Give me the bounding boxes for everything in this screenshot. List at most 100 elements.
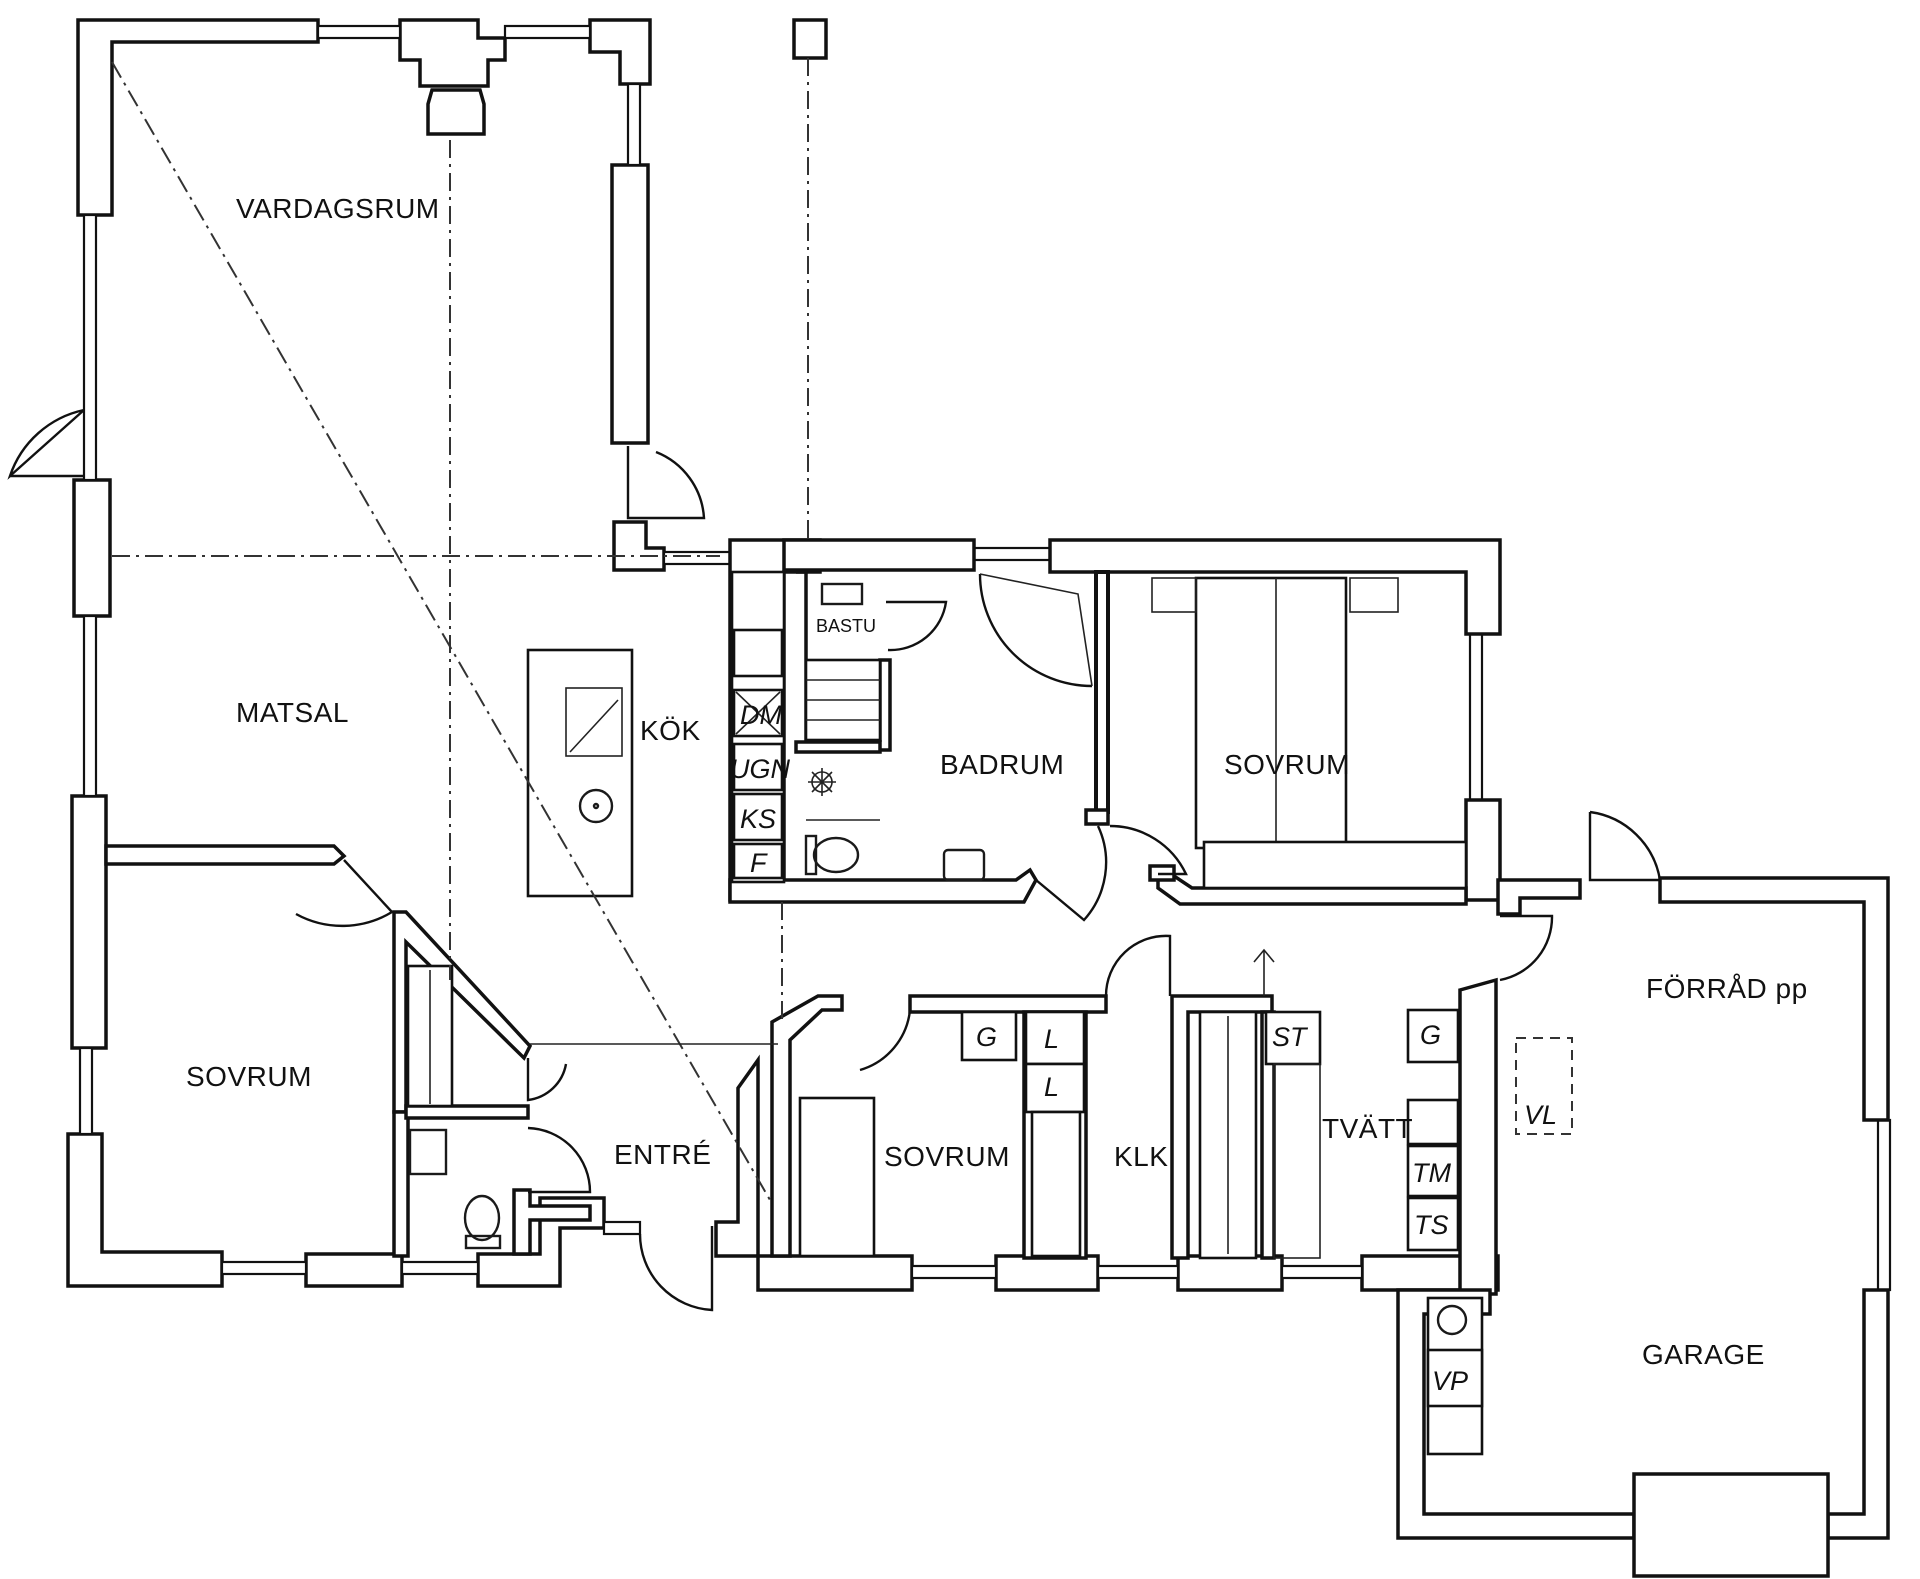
wall-sovrum-mid-top	[770, 994, 844, 1258]
label-l1: L	[1044, 1024, 1059, 1054]
label-forrad: FÖRRÅD pp	[1646, 973, 1808, 1004]
wall-bath-master	[1094, 570, 1110, 814]
wall-bottom-left-corner	[66, 1132, 224, 1288]
door-entrance	[638, 1226, 714, 1312]
wall-corridor-right	[1496, 878, 1582, 916]
cabinet-st	[1264, 1010, 1322, 1066]
nightstand-right	[1349, 577, 1399, 613]
wall-wc-top	[404, 1104, 530, 1120]
door-wc	[527, 1126, 592, 1194]
door-bedroom-left	[295, 859, 394, 928]
bed	[1194, 576, 1348, 850]
wall-garage-right-low	[1826, 1288, 1890, 1540]
guide-diagonal	[111, 61, 771, 1201]
tvatt-sink	[1406, 1098, 1460, 1146]
wc-sink-icon	[408, 1128, 448, 1176]
cabinet-g1	[960, 1010, 1018, 1062]
window-top-mid	[662, 550, 734, 566]
label-ks: KS	[740, 804, 776, 834]
island-hob-line	[569, 699, 619, 753]
shower-tray	[979, 573, 1093, 687]
wall-bedroom-left-right	[392, 1110, 410, 1258]
wardrobe-l	[1030, 1110, 1082, 1258]
nightstand-left	[1151, 577, 1197, 613]
guide-lines	[111, 58, 1275, 1201]
wc-toilet-icon	[463, 1194, 502, 1250]
vl-outline	[1515, 1037, 1573, 1135]
label-badrum: BADRUM	[940, 749, 1064, 780]
wall-sovrum-mid-top2	[908, 994, 1108, 1014]
island-hob	[565, 687, 623, 757]
wall-living-right-low	[612, 520, 666, 572]
window-left-1	[82, 213, 98, 482]
fireplace	[426, 88, 486, 136]
wall-klk-tvatt	[1170, 994, 1274, 1260]
labels: VARDAGSRUM MATSAL KÖK BASTU BADRUM SOVRU…	[186, 193, 1808, 1396]
wall-garage-top	[1658, 876, 1890, 1122]
cabinet-l1	[1024, 1010, 1086, 1066]
wall-bath-master-end	[1084, 808, 1110, 826]
label-ugn: UGN	[730, 754, 791, 784]
window-top-bath2	[972, 546, 1052, 562]
wardrobe-master	[1202, 840, 1468, 890]
wall-master-right-low	[1464, 798, 1502, 902]
label-vp: VP	[1432, 1366, 1468, 1396]
door-wc-top	[526, 1058, 568, 1102]
door-master	[1109, 824, 1188, 876]
door-living-right	[626, 446, 706, 520]
kitchen	[526, 570, 786, 898]
tvatt-bench	[1273, 1063, 1321, 1259]
windows	[78, 24, 1892, 1292]
cabinet-ugn	[732, 742, 784, 792]
shower-glass	[978, 573, 1093, 688]
door-sauna	[886, 600, 948, 652]
wall-bottom-3	[756, 1254, 914, 1292]
label-sovrum-mid: SOVRUM	[884, 1141, 1010, 1172]
door-storage	[1588, 810, 1662, 882]
label-kok: KÖK	[640, 715, 701, 746]
wall-left-upper	[72, 478, 112, 618]
wall-garage-left	[1396, 1288, 1636, 1540]
cabinet-1	[732, 628, 784, 678]
door-sovrum-mid	[859, 1009, 912, 1072]
label-bastu: BASTU	[816, 616, 876, 636]
garage-block	[1396, 876, 1890, 1578]
label-entre: ENTRÉ	[614, 1139, 711, 1170]
wall-entrance-right	[714, 1054, 760, 1258]
label-vardagsrum: VARDAGSRUM	[236, 193, 440, 224]
shower-drain-icon	[808, 768, 836, 796]
door-bath	[1035, 825, 1108, 922]
doors	[7, 408, 1662, 1312]
chimney	[398, 18, 507, 88]
vp-box	[1426, 1348, 1484, 1408]
wall-bottom-1	[304, 1252, 404, 1288]
wall-bottom-4	[994, 1254, 1100, 1292]
label-tm: TM	[1412, 1158, 1451, 1188]
label-sovrum-master: SOVRUM	[1224, 749, 1350, 780]
bath-sink-icon	[942, 848, 986, 882]
master-bed	[1151, 576, 1468, 890]
wall-bath-top	[782, 538, 976, 572]
toilet-icon	[804, 834, 860, 876]
wall-tvatt-garage	[1458, 977, 1498, 1296]
window-top-1	[316, 24, 402, 40]
window-left-3	[78, 1046, 94, 1136]
label-garage: GARAGE	[1642, 1339, 1765, 1370]
label-matsal: MATSAL	[236, 697, 349, 728]
label-l2: L	[1044, 1072, 1059, 1102]
sauna-heater	[820, 582, 864, 606]
wall-bedroom-top-left	[104, 844, 347, 866]
wall-left-middle	[70, 794, 108, 1050]
wall-top-left-corner	[76, 18, 320, 217]
door-tvatt	[1499, 914, 1554, 982]
bath	[804, 582, 986, 882]
window-right-top	[626, 82, 642, 167]
label-dm: DM	[740, 700, 782, 730]
door-klk	[1104, 934, 1172, 997]
garage-door	[1632, 1472, 1830, 1578]
label-sovrum-left: SOVRUM	[186, 1061, 312, 1092]
cabinet-f	[732, 842, 784, 880]
cabinet-ts	[1406, 1196, 1460, 1252]
window-right-master	[1468, 632, 1484, 802]
cabinet-tm	[1406, 1144, 1460, 1198]
